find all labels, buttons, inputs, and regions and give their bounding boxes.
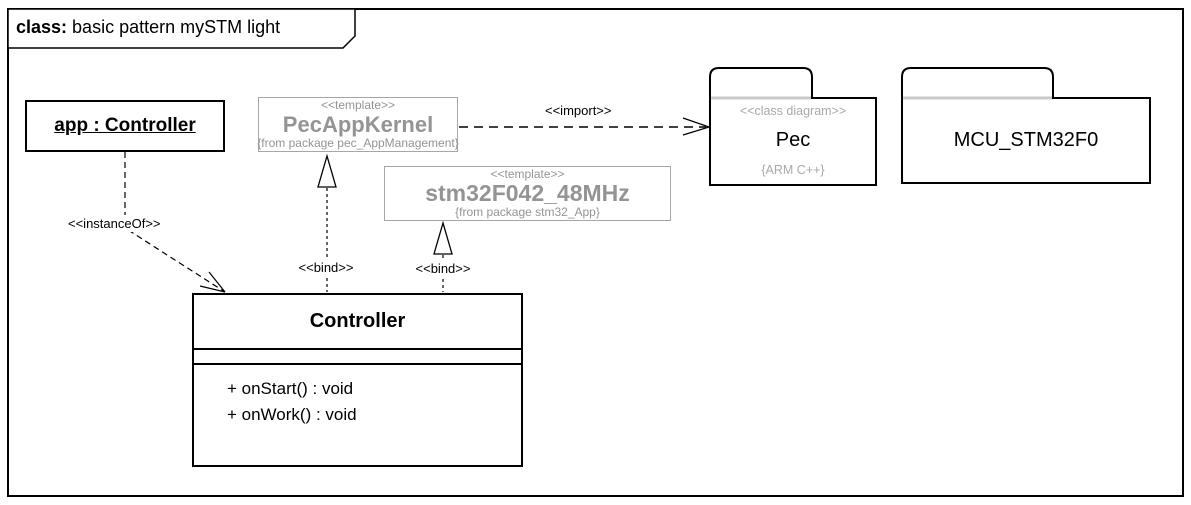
bind-stm32-edge-label: <<bind>> (410, 260, 476, 277)
mcu-package-shape[interactable] (901, 67, 1151, 184)
instanceof-arrowhead (199, 271, 226, 293)
controller-operations-separator (194, 363, 521, 365)
controller-attributes-separator (194, 348, 521, 350)
pec-package-tag: {ARM C++} (761, 163, 825, 177)
controller-operations-compartment: + onStart() : void + onWork() : void (194, 365, 521, 465)
mcu-package-name: MCU_STM32F0 (953, 129, 1099, 151)
frame-title-tab-shape (7, 8, 356, 49)
diagram-frame-title: class: basic pattern mySTM light (16, 17, 280, 38)
pecappkernel-stereotype: <<template>> (320, 98, 396, 112)
instanceof-edge-label: <<instanceOf>> (66, 215, 163, 232)
controller-operation: + onWork() : void (227, 405, 357, 424)
pec-package-labels: <<class diagram>> Pec {ARM C++} (710, 101, 876, 183)
node-controller-class[interactable]: Controller + onStart() : void + onWork()… (192, 293, 523, 467)
bind-pec-triangle-arrowhead (317, 153, 337, 188)
pecappkernel-name: PecAppKernel (282, 112, 434, 137)
controller-attributes-compartment (194, 350, 521, 363)
pec-package-shape[interactable] (709, 67, 877, 186)
mcu-package-body (901, 97, 1151, 184)
mcu-package-labels: MCU_STM32F0 (902, 98, 1150, 183)
node-stm32-template[interactable]: <<template>> stm32F042_48MHz {from packa… (384, 166, 671, 221)
pecappkernel-origin: {from package pec_AppManagement} (257, 136, 459, 150)
controller-operation: + onStart() : void (227, 379, 354, 398)
node-app-instance[interactable]: app : Controller (25, 100, 225, 152)
stm32-name: stm32F042_48MHz (425, 180, 630, 206)
frame-title-text: basic pattern mySTM light (67, 17, 281, 37)
pec-package-name: Pec (775, 129, 811, 151)
bind-stm32-triangle-arrowhead (433, 220, 453, 255)
stm32-origin: {from package stm32_App} (455, 205, 600, 219)
import-arrowhead (682, 117, 710, 136)
stm32-stereotype: <<template>> (490, 167, 565, 181)
app-instance-label: app : Controller (54, 115, 196, 136)
pec-package-stereotype: <<class diagram>> (739, 104, 847, 118)
frame-title-keyword: class: (16, 17, 68, 37)
node-pecappkernel-template[interactable]: <<template>> PecAppKernel {from package … (257, 97, 459, 152)
bind-pec-edge-label: <<bind>> (293, 259, 359, 276)
mcu-package-tab (901, 67, 1054, 98)
controller-class-name: Controller (309, 310, 406, 332)
import-edge-label: <<import>> (543, 102, 614, 119)
pec-package-tab (709, 67, 813, 98)
